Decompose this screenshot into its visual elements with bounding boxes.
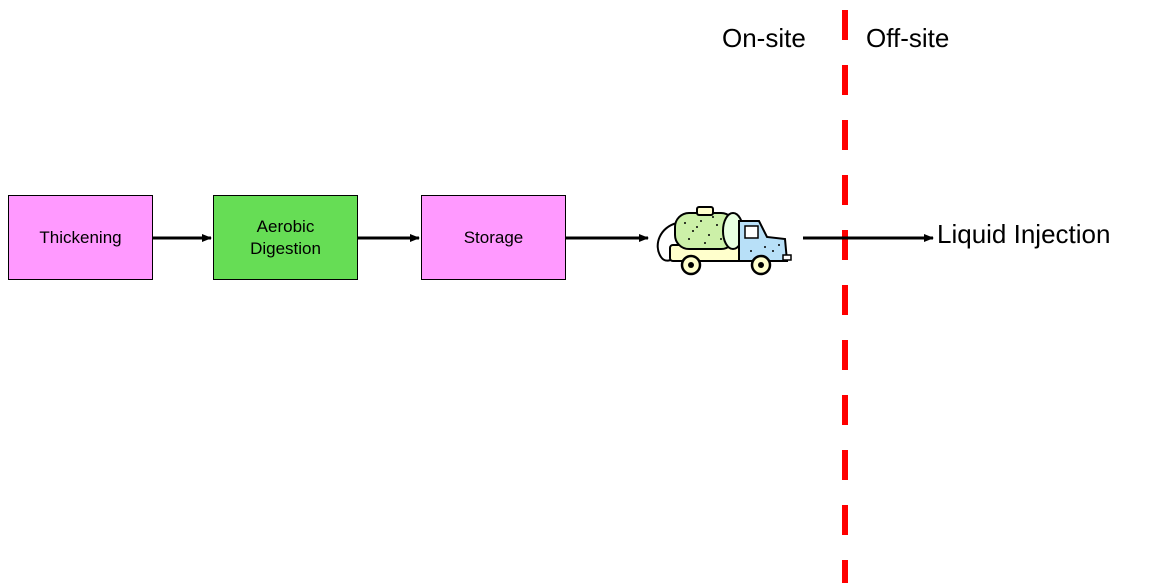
thickening-box: Thickening [8, 195, 153, 280]
storage-box: Storage [421, 195, 566, 280]
off-site-label: Off-site [866, 23, 950, 53]
tanker-truck-icon [656, 206, 792, 276]
on-site-label: On-site [722, 23, 806, 53]
liquid-injection-label: Liquid Injection [937, 219, 1111, 249]
aerobic-digestion-box: Aerobic Digestion [213, 195, 358, 280]
